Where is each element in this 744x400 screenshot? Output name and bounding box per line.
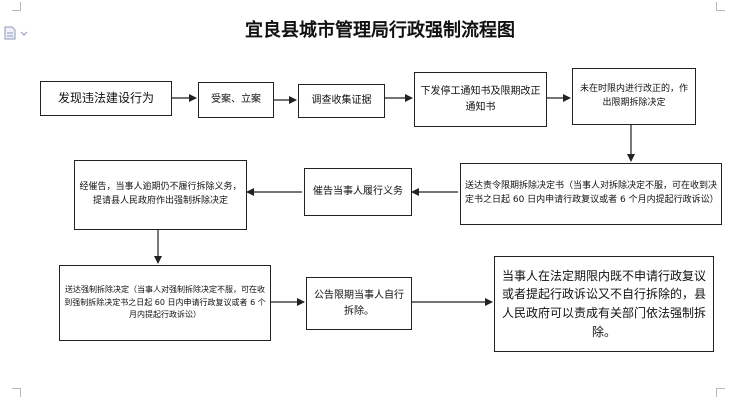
step-issue-notice: 下发停工通知书及限期改正通知书 (414, 72, 547, 127)
step-enforce-demolition: 当事人在法定期限内既不申请行政复议或者提起行政诉讼又不自行拆除的，县人民政府可以… (494, 256, 714, 352)
step-demolition-decision: 未在时限内进行改正的，作出限期拆除决定 (572, 68, 696, 125)
step-serve-forced-demolition: 送达强制拆除决定（当事人对强制拆除决定不服，可在收到强制拆除决定书之日起 60 … (59, 265, 271, 341)
page-corner-mark (716, 388, 725, 397)
page-corner-mark (12, 388, 21, 397)
step-collect-evidence: 调查收集证据 (298, 84, 385, 118)
step-public-notice: 公告限期当事人自行拆除。 (306, 277, 412, 330)
page-corner-mark (12, 2, 21, 11)
document-icon[interactable] (3, 26, 31, 40)
step-urge-party: 催告当事人履行义务 (304, 168, 412, 216)
step-accept-case: 受案、立案 (198, 82, 274, 118)
page-corner-mark (716, 2, 725, 11)
step-discover-violation: 发现违法建设行为 (40, 81, 172, 116)
step-request-forced-demolition: 经催告，当事人逾期仍不履行拆除义务，提请县人民政府作出强制拆除决定 (74, 160, 247, 230)
flowchart-title: 宜良县城市管理局行政强制流程图 (245, 20, 515, 41)
step-serve-demolition-order: 送达责令限期拆除决定书（当事人对拆除决定不服，可在收到决定书之日起 60 日内申… (460, 163, 722, 225)
